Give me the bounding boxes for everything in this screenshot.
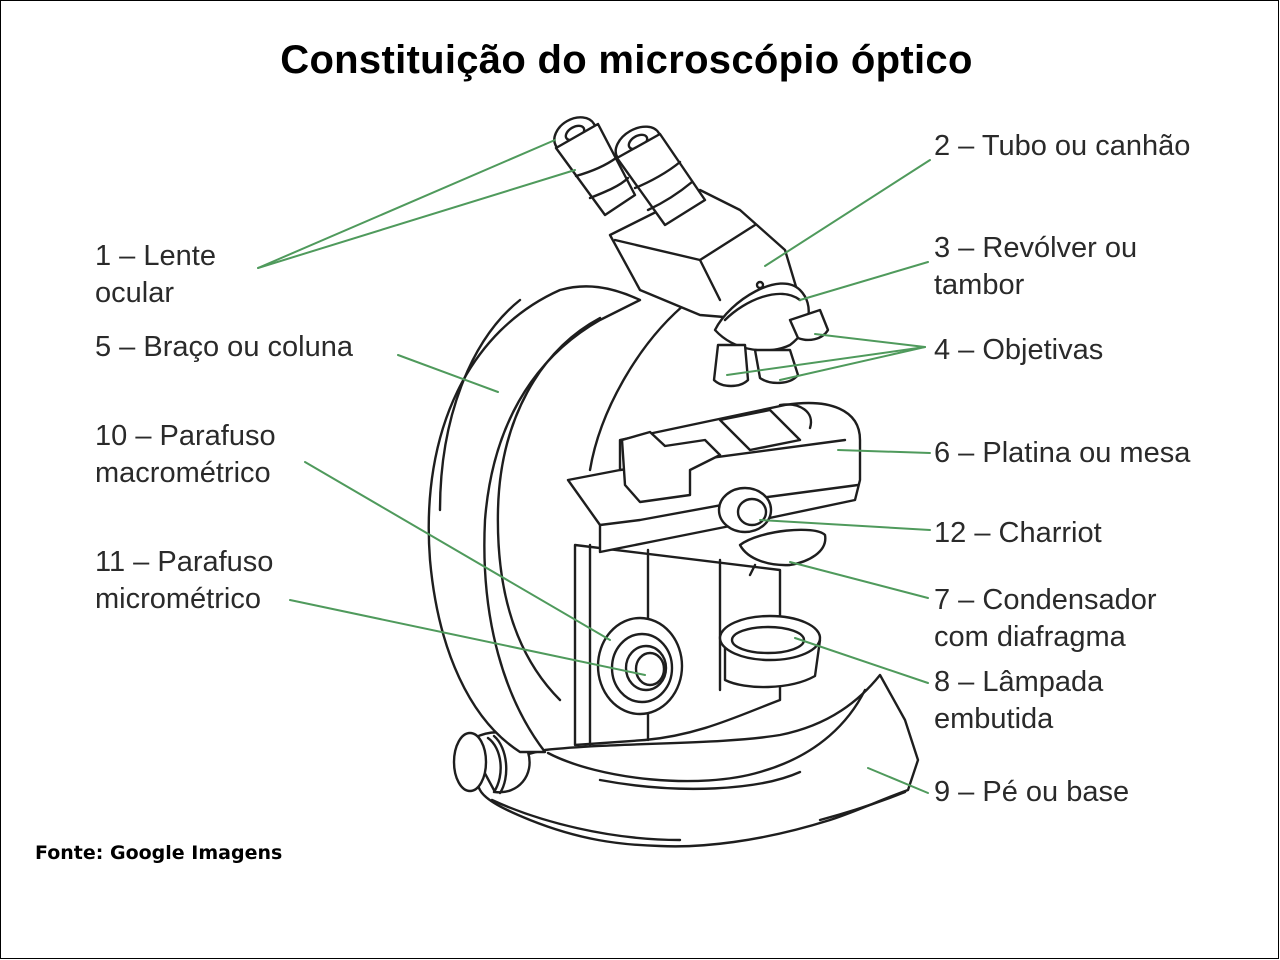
label-parafuso-macrometrico: 10 – Parafuso macrométrico <box>95 418 276 492</box>
leader-line-12 <box>759 519 931 531</box>
label-line: 9 – Pé ou base <box>934 776 1130 808</box>
leader-line-8 <box>794 637 929 684</box>
label-braco-coluna: 5 – Braço ou coluna <box>95 329 353 366</box>
leader-line-9 <box>867 767 929 794</box>
leader-line-1b <box>257 169 576 269</box>
label-line: 6 – Platina ou mesa <box>934 437 1191 469</box>
source-caption: Fonte: Google Imagens <box>35 842 283 864</box>
label-parafuso-micrometrico: 11 – Parafuso micrométrico <box>95 544 273 618</box>
label-condensador: 7 – Condensador com diafragma <box>934 582 1157 656</box>
lamp-drawing <box>718 614 822 689</box>
label-line: tambor <box>934 269 1025 301</box>
label-line: 4 – Objetivas <box>934 334 1104 366</box>
label-platina-mesa: 6 – Platina ou mesa <box>934 435 1190 472</box>
focus-knobs-drawing <box>596 616 684 716</box>
base-drawing <box>476 673 920 848</box>
head-drawing <box>553 116 830 388</box>
label-line: 11 – Parafuso <box>95 546 274 578</box>
arm-drawing <box>427 285 692 754</box>
leader-line-10 <box>304 461 611 641</box>
label-lente-ocular: 1 – Lente ocular <box>95 238 216 312</box>
label-line: macrométrico <box>95 457 271 489</box>
label-tubo-canhao: 2 – Tubo ou canhão <box>934 128 1190 165</box>
label-line: 10 – Parafuso <box>95 420 276 452</box>
label-line: 7 – Condensador <box>934 584 1157 616</box>
label-line: 2 – Tubo ou canhão <box>934 130 1191 162</box>
leader-line-11 <box>289 599 646 676</box>
label-line: embutida <box>934 703 1054 735</box>
diagram-title: Constituição do microscópio óptico <box>280 38 973 82</box>
label-line: 8 – Lâmpada <box>934 666 1104 698</box>
leader-line-6 <box>837 449 931 454</box>
leader-line-7 <box>789 561 929 599</box>
label-line: com diafragma <box>934 621 1126 653</box>
label-objetivas: 4 – Objetivas <box>934 332 1103 369</box>
leader-line-1a <box>257 139 556 269</box>
leader-line-4a <box>814 333 926 348</box>
label-charriot: 12 – Charriot <box>934 515 1102 552</box>
leader-line-4b <box>726 346 926 376</box>
label-pe-base: 9 – Pé ou base <box>934 774 1129 811</box>
label-line: 3 – Revólver ou <box>934 232 1138 264</box>
label-line: 12 – Charriot <box>934 517 1102 549</box>
label-line: micrométrico <box>95 583 261 615</box>
leader-line-2 <box>764 159 931 267</box>
leader-line-5 <box>397 354 499 393</box>
stage-drawing <box>566 401 862 577</box>
label-line: 5 – Braço ou coluna <box>95 331 353 363</box>
label-line: 1 – Lente <box>95 240 216 272</box>
leader-line-4c <box>779 346 926 381</box>
leader-line-3 <box>799 261 929 301</box>
label-line: ocular <box>95 277 174 309</box>
label-revolver-tambor: 3 – Revólver ou tambor <box>934 230 1137 304</box>
label-lampada: 8 – Lâmpada embutida <box>934 664 1103 738</box>
